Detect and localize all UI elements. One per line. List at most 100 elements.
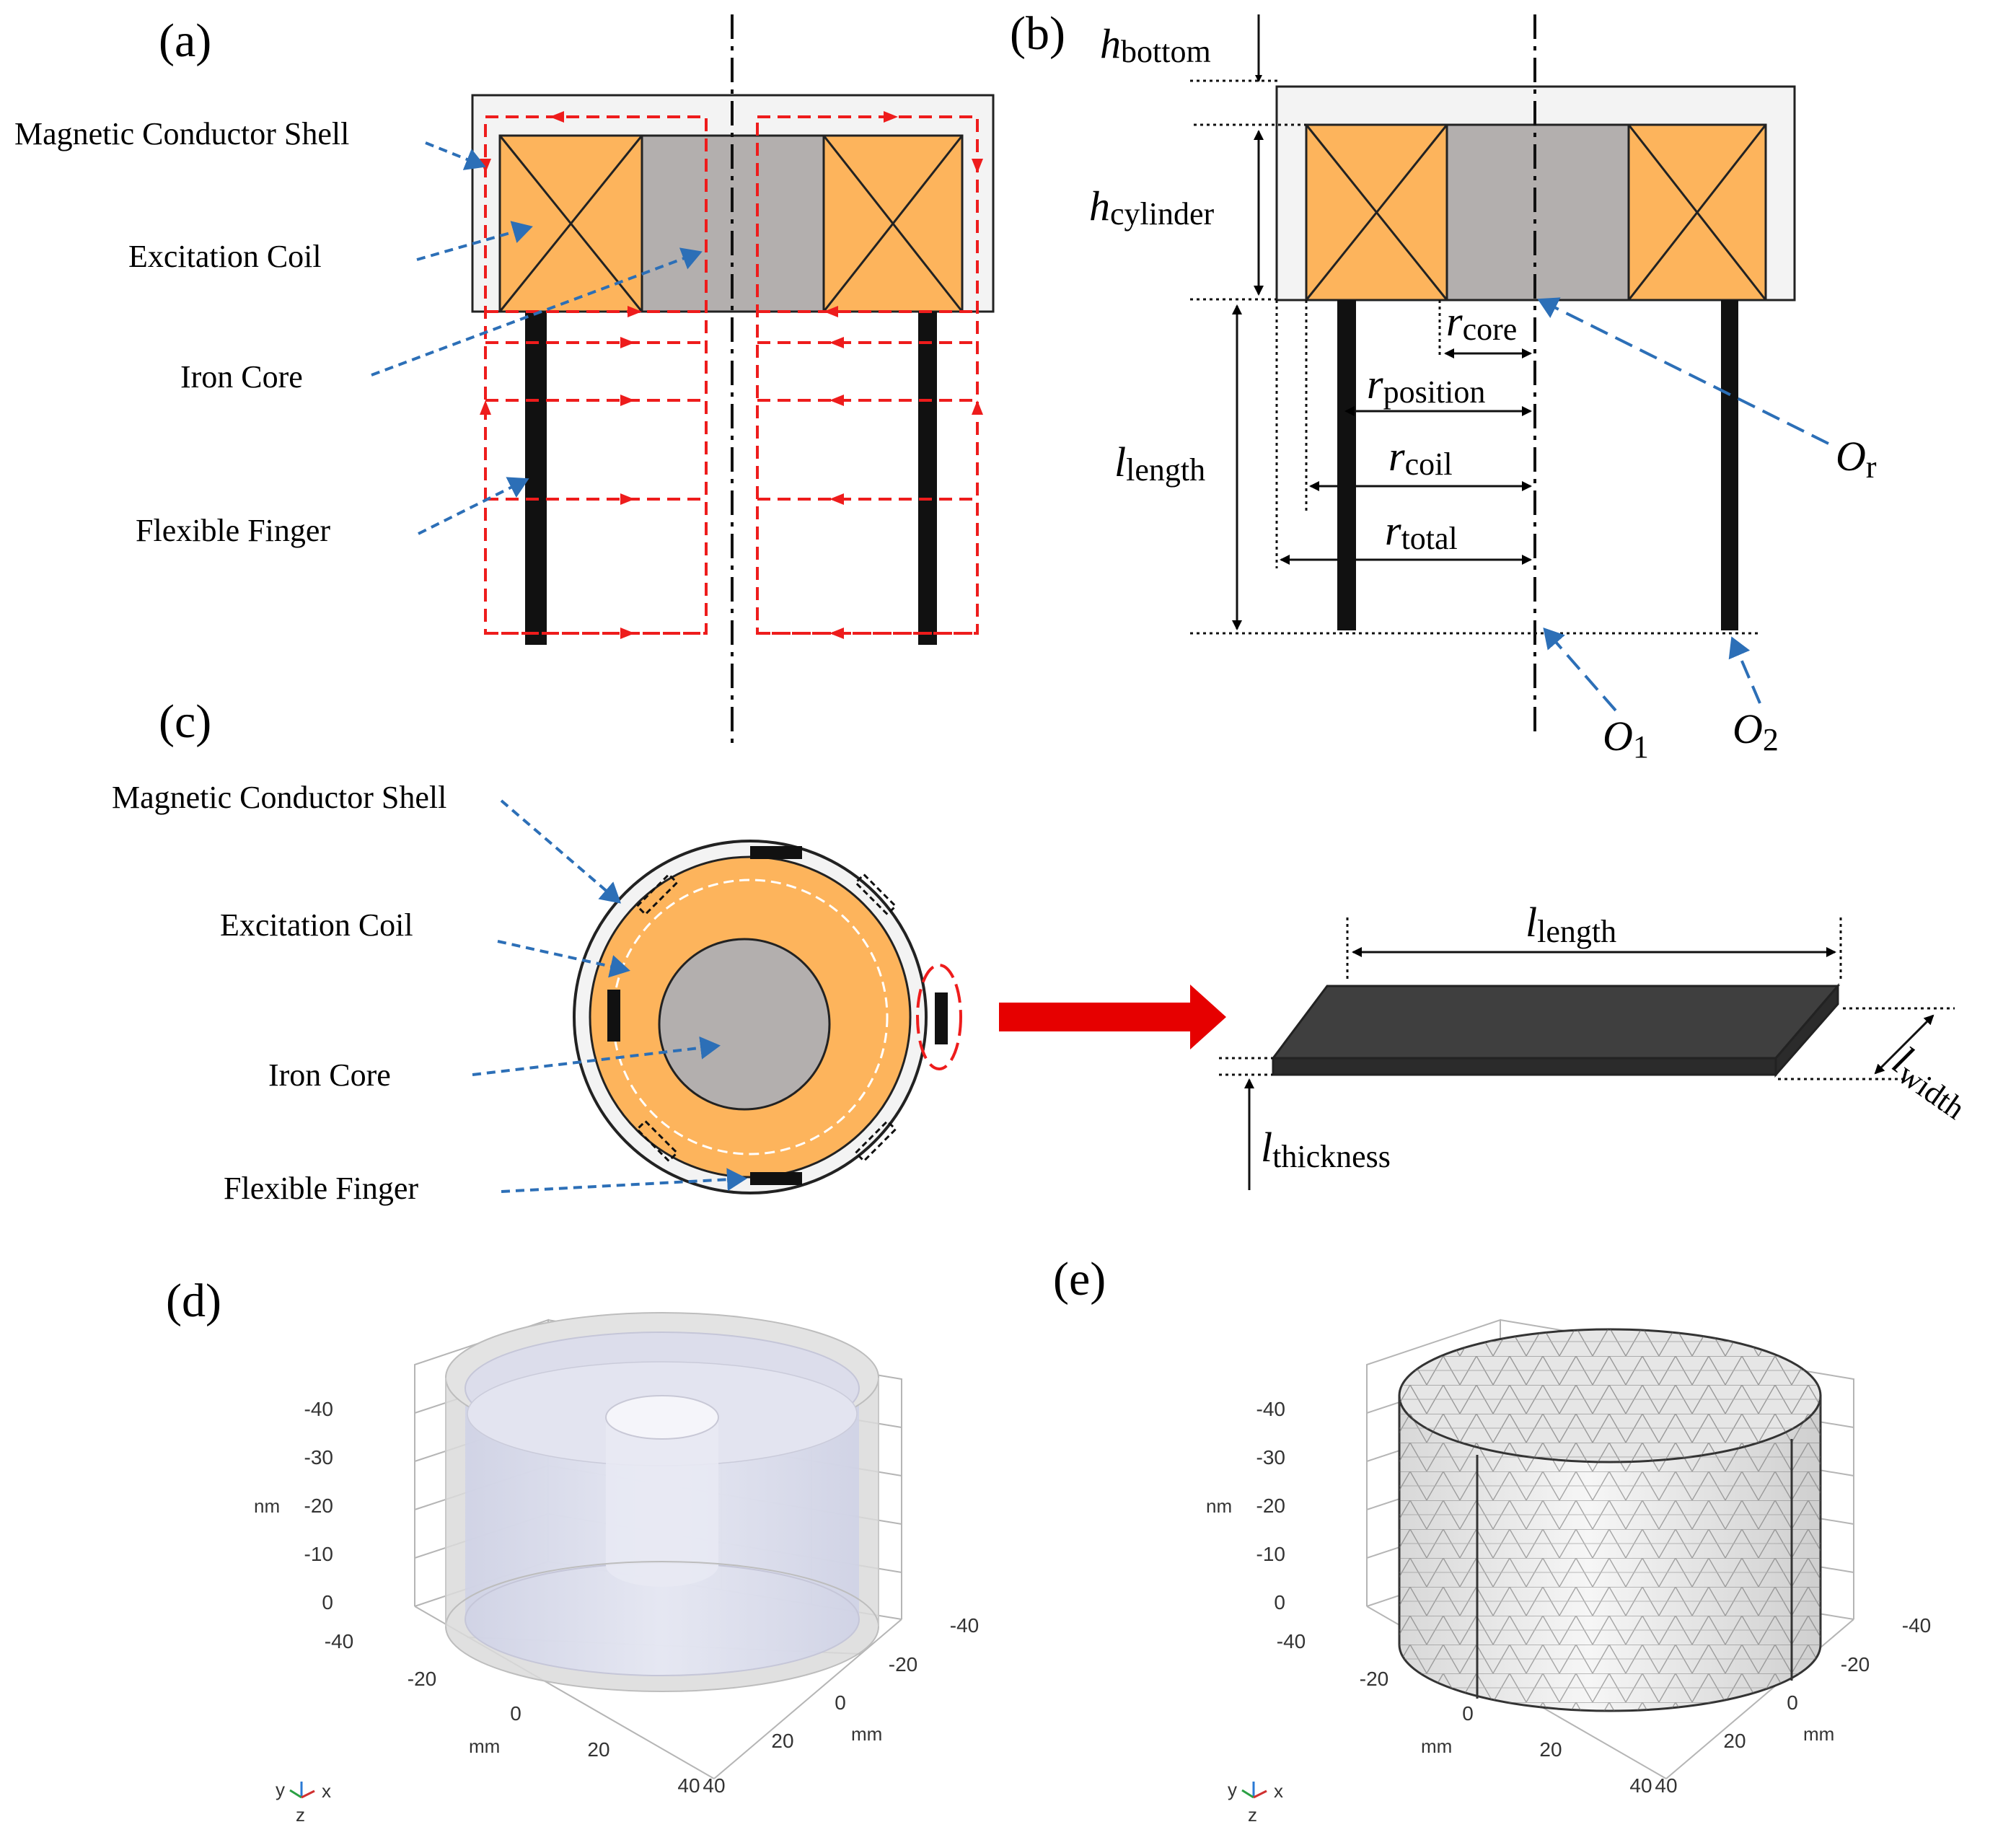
y-tick: -40 (1902, 1614, 1931, 1637)
z-tick: -10 (304, 1543, 333, 1565)
mesh-cylinder-e (1398, 1328, 1822, 1712)
label-shell-c: Magnetic Conductor Shell (112, 780, 446, 815)
origin-o1: O1 (1603, 713, 1649, 765)
x-tick: 40 (1629, 1774, 1652, 1797)
y-tick: -20 (1841, 1653, 1870, 1676)
leader-lines-c (472, 799, 747, 1193)
z-tick: -30 (1256, 1446, 1285, 1469)
dim-r-coil: rcoil (1388, 433, 1453, 482)
finger-strip-3d (1271, 982, 1841, 1078)
x-tick: -20 (1360, 1668, 1388, 1690)
y-tick: 20 (771, 1730, 793, 1752)
dim-l-length-c: llength (1526, 899, 1616, 949)
label-coil-a: Excitation Coil (128, 239, 322, 274)
panel-b-label: (b) (1010, 7, 1065, 60)
dimension-arrows-b (1232, 14, 1532, 630)
origin-leaders-b (1537, 297, 1829, 712)
coil-right-b (1627, 123, 1767, 301)
panel-d-label: (d) (166, 1275, 221, 1327)
z-tick: -30 (304, 1446, 333, 1469)
highlight-ellipse-c (916, 964, 962, 1070)
x-ticks-d: -40 -20 0 20 40 (325, 1630, 700, 1797)
x-tick: 0 (510, 1702, 521, 1725)
y-tick: -40 (950, 1614, 979, 1637)
label-finger-a: Flexible Finger (136, 513, 330, 548)
strip-dims (1219, 917, 1955, 1190)
cylinder-model-d (445, 1312, 879, 1692)
label-finger-c: Flexible Finger (224, 1171, 418, 1206)
y-tick: 20 (1723, 1730, 1746, 1752)
z-tick: 0 (1274, 1591, 1285, 1614)
flux-lines-a (484, 115, 979, 635)
panel-e: (e) -40 -30 -2 (1053, 1253, 1931, 1826)
y-ticks-e: -40 -20 0 20 40 (1655, 1614, 1931, 1797)
dim-h-cylinder: hcylinder (1089, 182, 1215, 232)
y-tick: -20 (889, 1653, 917, 1676)
x-tick: 40 (677, 1774, 700, 1797)
z-tick: -20 (1256, 1495, 1285, 1517)
z-unit-d: nm (254, 1495, 280, 1517)
y-tick: 40 (1655, 1774, 1677, 1797)
finger-right-a (918, 312, 937, 645)
dim-l-thickness: lthickness (1261, 1124, 1391, 1174)
panel-b: (b) (1010, 7, 1877, 765)
axis-triad-d: y x z (276, 1779, 331, 1826)
y-unit-d: mm (851, 1723, 882, 1745)
axis-triad-e: y x z (1228, 1779, 1283, 1826)
finger-left-b (1337, 300, 1356, 630)
x-tick: 0 (1462, 1702, 1474, 1725)
iron-core-b (1445, 123, 1630, 301)
svg-text:y: y (276, 1779, 285, 1800)
dim-r-total: rtotal (1385, 507, 1458, 556)
coil-left-b (1305, 123, 1448, 301)
y-ticks-d: -40 -20 0 20 40 (703, 1614, 979, 1797)
panel-a-label: (a) (159, 14, 211, 67)
dim-r-position: rposition (1367, 361, 1485, 410)
z-unit-e: nm (1206, 1495, 1232, 1517)
label-core-c: Iron Core (268, 1057, 391, 1093)
fingers-dashed-c (635, 873, 897, 1163)
panel-e-label: (e) (1053, 1253, 1106, 1306)
x-tick: 20 (587, 1738, 609, 1761)
extension-lines-b (1190, 79, 1760, 635)
x-tick: -40 (325, 1630, 353, 1652)
z-ticks-e: -40 -30 -20 -10 0 (1256, 1398, 1285, 1614)
dim-r-core: rcore (1446, 298, 1517, 347)
finger-left-a (525, 312, 547, 645)
svg-text:x: x (1274, 1780, 1283, 1802)
coil-left-a (498, 134, 643, 313)
y-unit-e: mm (1803, 1723, 1834, 1745)
z-tick: -20 (304, 1495, 333, 1517)
x-ticks-e: -40 -20 0 20 40 (1277, 1630, 1652, 1797)
svg-text:z: z (1248, 1804, 1257, 1826)
panel-c-label: (c) (159, 695, 211, 748)
svg-text:y: y (1228, 1779, 1237, 1800)
coil-right-a (822, 134, 964, 313)
label-core-a: Iron Core (180, 359, 303, 395)
z-ticks-d: -40 -30 -20 -10 0 (304, 1398, 333, 1614)
label-shell-a: Magnetic Conductor Shell (14, 116, 349, 151)
z-tick: -10 (1256, 1543, 1285, 1565)
origin-or: Or (1836, 433, 1877, 485)
y-tick: 40 (703, 1774, 725, 1797)
leader-lines-a (371, 141, 703, 535)
origin-o2: O2 (1733, 705, 1779, 757)
svg-text:z: z (296, 1804, 305, 1826)
iron-core-c (658, 938, 831, 1111)
x-tick: 20 (1539, 1738, 1562, 1761)
finger-right-b (1721, 300, 1738, 630)
panel-d: (d) (166, 1275, 979, 1826)
panel-c: (c) Magnetic Conductor Shell Excitation … (112, 695, 1971, 1206)
label-coil-c: Excitation Coil (220, 907, 413, 943)
z-tick: 0 (322, 1591, 333, 1614)
x-unit-e: mm (1421, 1735, 1452, 1757)
transform-arrow (999, 985, 1226, 1049)
dim-l-length-b: llength (1114, 439, 1205, 488)
z-tick: -40 (304, 1398, 333, 1420)
fingers-c (607, 846, 948, 1185)
flux-arrows-a (480, 111, 983, 639)
y-tick: 0 (835, 1691, 846, 1714)
x-tick: -20 (408, 1668, 436, 1690)
y-tick: 0 (1787, 1691, 1798, 1714)
